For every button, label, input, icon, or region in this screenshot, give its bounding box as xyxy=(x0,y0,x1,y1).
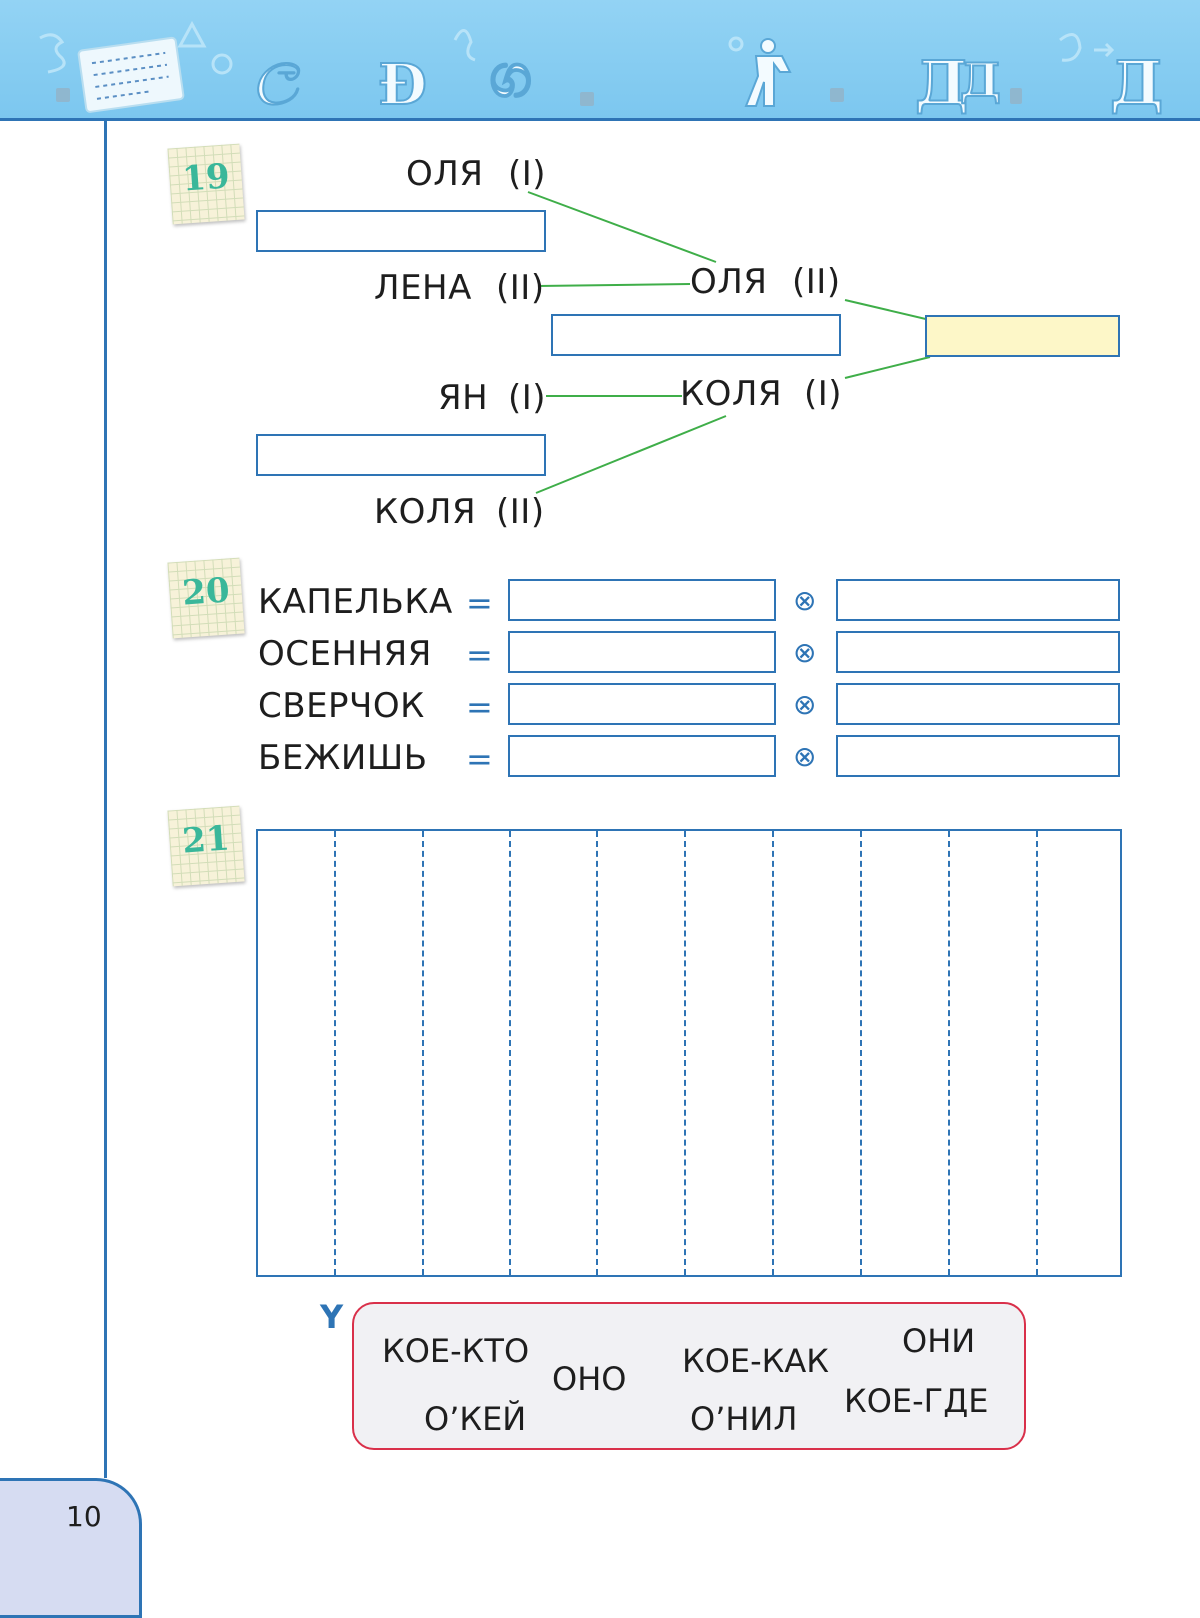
connector-kolya1-answer xyxy=(844,356,931,379)
arrow-icon xyxy=(1094,42,1115,58)
connector-lena2-olya2 xyxy=(537,283,691,287)
task-19-name-yan-1: ЯН xyxy=(438,378,489,418)
task-19-input-box-2[interactable] xyxy=(551,314,841,356)
note-paper-icon xyxy=(77,36,185,113)
task-20-input-left-4[interactable] xyxy=(508,735,776,777)
connector-kolya2-kolya1 xyxy=(535,415,727,494)
task-19-mark-olya-1: (I) xyxy=(508,154,547,194)
task-19-name-olya-2: ОЛЯ xyxy=(690,262,768,302)
task-19-mark-yan-1: (I) xyxy=(508,378,547,418)
task-20-number: 20 xyxy=(180,570,231,614)
task-20-equals-1: = xyxy=(466,584,493,622)
word-onil: О’НИЛ xyxy=(690,1400,798,1438)
trash-icon xyxy=(1010,88,1022,104)
word-oni: ОНИ xyxy=(902,1322,976,1360)
task-20-operator-1: ⊗ xyxy=(793,584,817,617)
words-box: КОЕ-КТО ОНО КОЕ-КАК ОНИ О’КЕЙ О’НИЛ КОЕ-… xyxy=(352,1302,1026,1450)
task-19-name-kolya-2: КОЛЯ xyxy=(374,492,477,532)
task-20-equals-3: = xyxy=(466,688,493,726)
task-20-input-left-1[interactable] xyxy=(508,579,776,621)
word-koe-gde: КОЕ-ГДЕ xyxy=(844,1382,989,1420)
task-20-input-right-2[interactable] xyxy=(836,631,1120,673)
task-20-word-4: БЕЖИШЬ xyxy=(258,738,428,778)
word-okey: О’КЕЙ xyxy=(424,1400,527,1438)
svg-text:Д: Д xyxy=(1110,49,1163,118)
banner-decoration: ල Ð ග Д Д Д xyxy=(39,20,1164,118)
task-20-equals-4: = xyxy=(466,740,493,778)
grid-dashed-line xyxy=(1036,831,1038,1275)
recycle-icon xyxy=(211,53,233,75)
connector-olya1-olya2 xyxy=(527,191,717,263)
task-20-input-left-2[interactable] xyxy=(508,631,776,673)
task-21-number: 21 xyxy=(180,818,231,862)
task-20-operator-2: ⊗ xyxy=(793,636,817,669)
word-ono: ОНО xyxy=(552,1360,627,1398)
svg-text:ල: ල xyxy=(255,36,301,105)
task-19-input-box-1[interactable] xyxy=(256,210,546,252)
compass-icon xyxy=(728,36,744,52)
task-19-mark-kolya-2: (II) xyxy=(496,492,545,532)
task-20-input-right-1[interactable] xyxy=(836,579,1120,621)
grid-dashed-line xyxy=(334,831,336,1275)
task-19-name-kolya-1: КОЛЯ xyxy=(680,374,783,414)
page-number-tab xyxy=(0,1478,142,1618)
header-banner: ල Ð ග Д Д Д xyxy=(0,0,1200,121)
grid-dashed-line xyxy=(948,831,950,1275)
svg-text:Д: Д xyxy=(960,53,1001,107)
svg-text:ග: ග xyxy=(490,42,531,110)
grid-dashed-line xyxy=(509,831,511,1275)
task-19-name-olya-1: ОЛЯ xyxy=(406,154,484,194)
task-20-word-3: СВЕРЧОК xyxy=(258,686,425,726)
task-20-word-1: КАПЕЛЬКА xyxy=(258,582,453,622)
task-19-mark-kolya-1: (I) xyxy=(804,374,843,414)
svg-text:Ð: Ð xyxy=(378,52,427,118)
task-20-input-right-3[interactable] xyxy=(836,683,1120,725)
task-19-mark-olya-2: (II) xyxy=(792,262,841,302)
connector-olya2-answer xyxy=(844,299,931,321)
task-19-mark-lena-2: (II) xyxy=(496,268,545,308)
word-koe-kak: КОЕ-КАК xyxy=(682,1342,829,1380)
triangle-ruler-icon xyxy=(177,20,207,48)
task-mark-y: Y xyxy=(320,1298,344,1336)
grid-dashed-line xyxy=(596,831,598,1275)
grid-dashed-line xyxy=(860,831,862,1275)
task-20-input-left-3[interactable] xyxy=(508,683,776,725)
margin-line xyxy=(104,118,107,1478)
dancer-figure-icon xyxy=(744,38,792,107)
task-20-word-2: ОСЕННЯЯ xyxy=(258,634,432,674)
task-20-operator-4: ⊗ xyxy=(793,740,817,773)
svg-text:Д: Д xyxy=(915,49,968,118)
task-20-equals-2: = xyxy=(466,636,493,674)
task-19-name-lena-2: ЛЕНА xyxy=(374,268,472,308)
grid-dashed-line xyxy=(772,831,774,1275)
page-number: 10 xyxy=(66,1500,102,1533)
letter-icon xyxy=(39,33,66,74)
task-20-operator-3: ⊗ xyxy=(793,688,817,721)
task-20-input-right-4[interactable] xyxy=(836,735,1120,777)
word-koe-kto: КОЕ-КТО xyxy=(382,1332,530,1370)
grid-dashed-line xyxy=(422,831,424,1275)
task-19-answer-box[interactable] xyxy=(925,315,1120,357)
task-21-writing-grid[interactable] xyxy=(256,829,1122,1277)
task-19-input-box-3[interactable] xyxy=(256,434,546,476)
grid-dashed-line xyxy=(684,831,686,1275)
task-19-connectors xyxy=(527,191,931,494)
